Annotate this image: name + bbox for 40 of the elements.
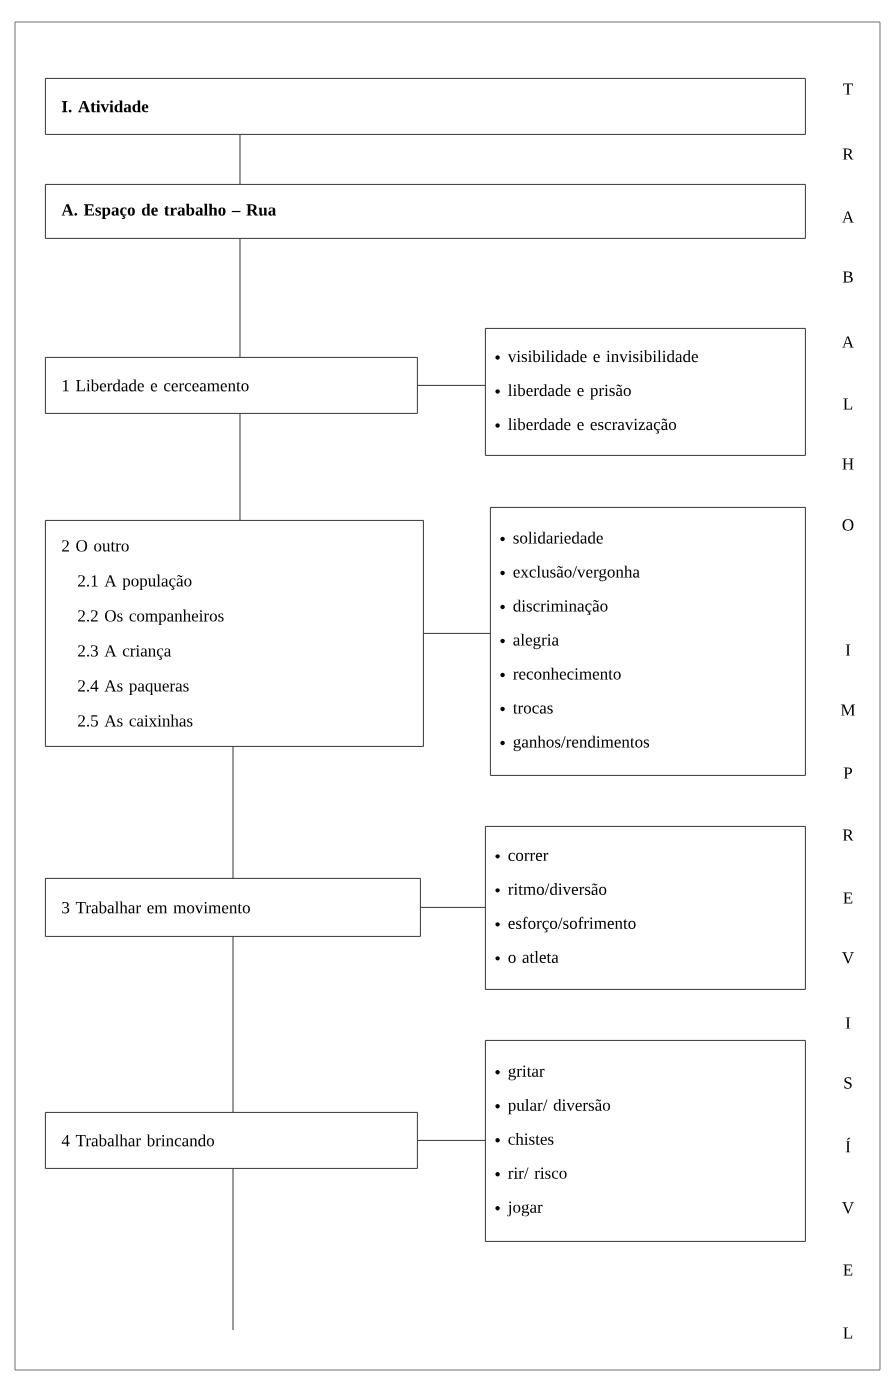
bullet-list-box: solidariedade exclusão/vergonha discriminação alegria reconhecimento trocas ganhos/rendimentos	[490, 507, 806, 776]
connector-line	[232, 1168, 234, 1331]
vertical-letter: L	[843, 398, 853, 410]
topic-box: 1 Liberdade e cerceamento	[45, 357, 418, 414]
vertical-letter: S	[844, 1077, 852, 1089]
vertical-letter: I	[845, 1017, 851, 1029]
connector-line	[239, 134, 241, 185]
vertical-letter: H	[842, 458, 854, 470]
connector-line	[417, 1140, 486, 1141]
connector-line	[417, 385, 486, 386]
vertical-letter: O	[842, 519, 854, 531]
heading-box: I. Atividade	[45, 78, 806, 135]
connector-line	[232, 746, 234, 879]
connector-line	[420, 907, 486, 908]
vertical-letter: B	[842, 271, 853, 283]
vertical-letter: A	[842, 211, 854, 223]
connector-line	[423, 633, 491, 634]
vertical-letter: E	[843, 892, 853, 904]
vertical-letter: T	[843, 83, 853, 95]
vertical-letter: P	[843, 767, 853, 779]
bullet-list-box: visibilidade e invisibilidade liberdade e prisão liberdade e escravização	[485, 328, 806, 456]
vertical-letter: M	[840, 704, 856, 716]
vertical-letter: V	[842, 1202, 854, 1214]
bullet-list-box: correr ritmo/diversão esforço/sofrimento o atleta	[485, 826, 806, 990]
vertical-letter: I	[845, 644, 851, 656]
vertical-letter: A	[842, 336, 854, 348]
vertical-letter: E	[843, 1264, 853, 1276]
bullet-list-box: gritar pular/ diversão chistes rir/ risco jogar	[485, 1040, 806, 1242]
topic-box: 3 Trabalhar em movimento	[45, 878, 421, 937]
vertical-letter: Í	[845, 1137, 851, 1153]
connector-line	[239, 238, 241, 358]
topic-box: 4 Trabalhar brincando	[45, 1112, 418, 1169]
vertical-letter: R	[842, 829, 854, 841]
vertical-letter: V	[842, 952, 854, 964]
connector-line	[232, 936, 234, 1113]
topic-box: 2 O outro 2.1 A população 2.2 Os companheiros 2.3 A criança 2.4 As paqueras 2.5 As caixinhas	[45, 520, 424, 747]
vertical-letter: R	[842, 148, 854, 160]
connector-line	[239, 413, 241, 521]
heading-box: A. Espaço de trabalho – Rua	[45, 184, 806, 239]
vertical-letter: L	[843, 1327, 853, 1339]
